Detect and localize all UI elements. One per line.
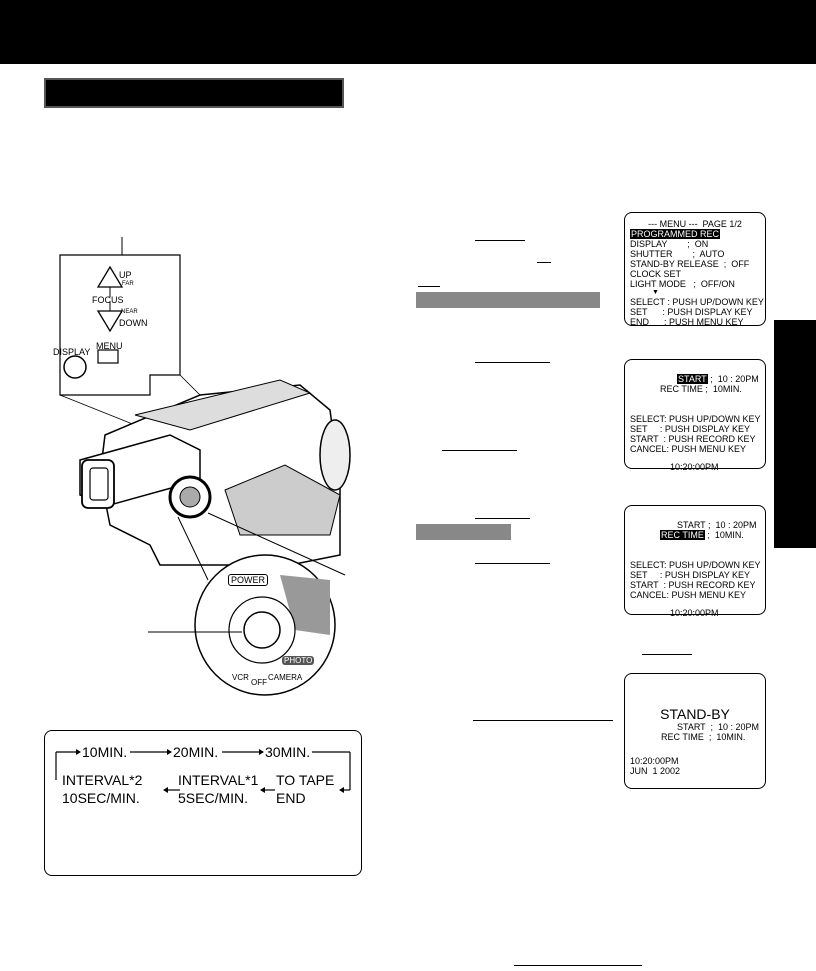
help-set: SET : PUSH DISPLAY KEY: [630, 570, 751, 580]
camera-label: CAMERA: [268, 673, 303, 682]
start-label: START: [677, 374, 708, 384]
text-underline: [442, 450, 517, 451]
standby-date: JUN 1 2002: [630, 766, 681, 776]
clock-time: 10:20:00PM: [670, 608, 719, 618]
display-button-icon: [63, 355, 87, 379]
rectime-label: REC TIME: [660, 384, 703, 394]
far-label: FAR: [122, 281, 134, 287]
up-label: UP: [119, 270, 132, 280]
start-value: ; 10 : 20PM: [710, 374, 759, 384]
section-title-box: [44, 78, 344, 108]
programmed-rec-screen-start: START ; 10 : 20PM REC TIME ; 10MIN. SELE…: [624, 359, 766, 472]
text-underline: [642, 654, 692, 655]
camcorder-illustration: [59, 237, 351, 696]
text-underline: [473, 720, 613, 721]
menu-header: --- MENU --- PAGE 1/2: [648, 219, 742, 229]
start-label: START: [677, 520, 706, 530]
header-bar: [0, 0, 816, 64]
menu-help-select: SELECT : PUSH UP/DOWN KEY: [630, 297, 764, 307]
seq-5sec: 5SEC/MIN.: [178, 790, 249, 806]
help-select: SELECT: PUSH UP/DOWN KEY: [630, 560, 761, 570]
help-cancel: CANCEL: PUSH MENU KEY: [630, 590, 747, 600]
down-label: DOWN: [119, 318, 148, 328]
help-cancel: CANCEL: PUSH MENU KEY: [630, 444, 747, 454]
standby-start: START ; 10 : 20PM: [677, 722, 760, 732]
menu-item-standby-release: STAND-BY RELEASE ; OFF: [630, 259, 750, 269]
highlight-bar: [416, 524, 511, 540]
seq-end: END: [276, 790, 306, 806]
off-label: OFF: [251, 678, 267, 687]
clock-time: 10:20:00PM: [670, 462, 719, 472]
menu-item-light-mode: LIGHT MODE ; OFF/ON: [630, 279, 735, 289]
menu-item-display: DISPLAY ; ON: [630, 239, 709, 249]
rectime-value: ; 10MIN.: [707, 530, 744, 540]
menu-item-programmed-rec: PROGRAMMED REC: [630, 229, 721, 239]
standby-title: STAND-BY: [660, 706, 730, 722]
text-underline: [475, 518, 530, 519]
menu-item-clock-set: CLOCK SET: [630, 269, 682, 279]
text-underline: [514, 965, 642, 966]
rec-time-sequence-box: [44, 730, 362, 876]
seq-interval2: INTERVAL*2: [62, 772, 143, 788]
seq-10sec: 10SEC/MIN.: [62, 790, 140, 806]
power-label: POWER: [228, 574, 269, 586]
sequence-arrows: [55, 749, 351, 793]
standby-time: 10:20:00PM: [630, 756, 679, 766]
standby-rectime: REC TIME ; 10MIN.: [661, 732, 746, 742]
highlight-bar: [416, 292, 600, 308]
power-switch-knob: [243, 611, 281, 649]
help-start: START : PUSH RECORD KEY: [630, 434, 756, 444]
seq-10min: 10MIN.: [82, 744, 128, 760]
seq-to-tape: TO TAPE: [276, 772, 335, 788]
menu-label: MENU: [96, 341, 123, 351]
help-select: SELECT: PUSH UP/DOWN KEY: [630, 414, 761, 424]
help-start: START : PUSH RECORD KEY: [630, 580, 756, 590]
text-underline: [537, 262, 551, 263]
rectime-label: REC TIME: [660, 530, 705, 540]
menu-help-end: END : PUSH MENU KEY: [630, 317, 744, 327]
scroll-down-icon: ▼: [652, 289, 659, 296]
seq-20min: 20MIN.: [173, 744, 219, 760]
menu-item-shutter: SHUTTER ; AUTO: [630, 249, 725, 259]
programmed-rec-screen-rectime: START ; 10 : 20PM REC TIME ; 10MIN. SELE…: [624, 505, 766, 618]
text-underline: [418, 286, 440, 287]
display-label: DISPLAY: [53, 347, 91, 357]
text-underline: [475, 240, 525, 241]
text-underline: [475, 563, 550, 564]
side-tab: [774, 320, 816, 548]
text-underline: [475, 362, 550, 363]
focus-label: FOCUS: [92, 295, 124, 305]
menu-button-icon: [97, 349, 119, 364]
vcr-label: VCR: [232, 673, 249, 682]
rectime-value: ; 10MIN.: [705, 384, 742, 394]
help-set: SET : PUSH DISPLAY KEY: [630, 424, 751, 434]
seq-30min: 30MIN.: [265, 744, 311, 760]
menu-screen: --- MENU --- PAGE 1/2 PROGRAMMED REC DIS…: [624, 212, 766, 327]
start-value: ; 10 : 20PM: [708, 520, 757, 530]
menu-help-set: SET : PUSH DISPLAY KEY: [630, 307, 753, 317]
seq-interval1: INTERVAL*1: [178, 772, 259, 788]
photo-label: PHOTO: [282, 656, 315, 665]
standby-screen: STAND-BY START ; 10 : 20PM REC TIME ; 10…: [624, 673, 766, 789]
near-label: NEAR: [121, 309, 138, 315]
